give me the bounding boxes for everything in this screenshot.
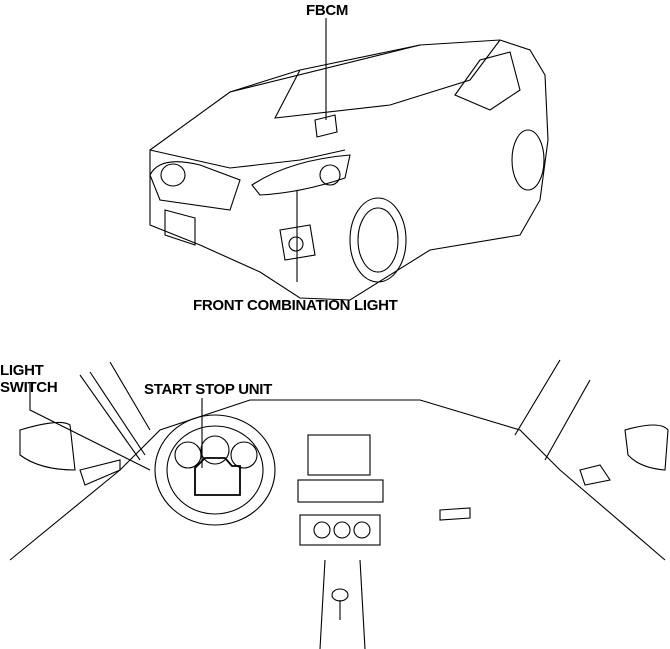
fbcm-label: FBCM [306, 2, 349, 19]
interior-illustration [9, 359, 669, 649]
display-screen [307, 434, 371, 476]
front-grille [149, 161, 241, 211]
right-mirror [624, 424, 669, 471]
front-combination-light-label: FRONT COMBINATION LIGHT [193, 297, 398, 314]
light-switch-label: LIGHT SWITCH [0, 362, 58, 396]
start-stop-unit-label: START STOP UNIT [144, 381, 273, 398]
start-stop-unit [194, 457, 241, 496]
light-switch-label-line2: SWITCH [0, 379, 58, 396]
steering-wheel [154, 414, 276, 526]
light-switch-label-line1: LIGHT [0, 362, 44, 379]
car-illustration [149, 18, 549, 301]
emblem [160, 163, 186, 187]
fbcm-unit [314, 114, 338, 138]
left-mirror [19, 421, 76, 471]
headlight [251, 154, 351, 196]
